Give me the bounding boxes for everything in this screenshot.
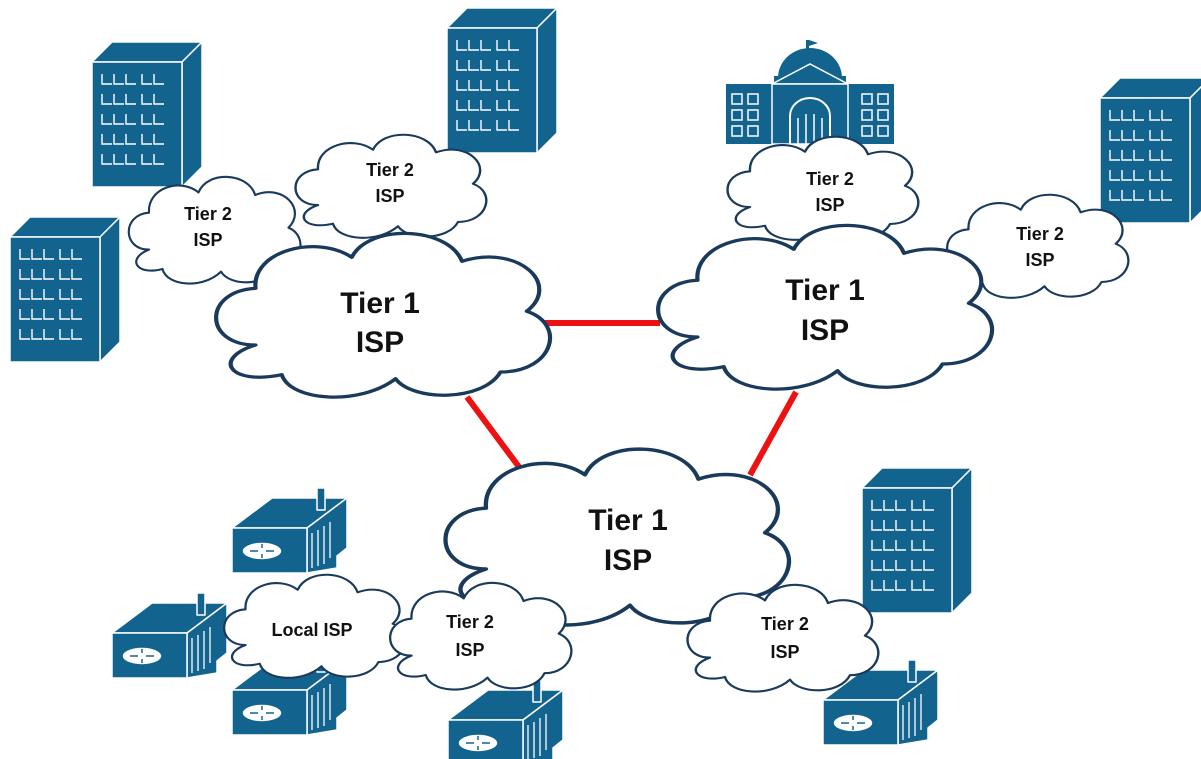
tier1-bottom-label-1: Tier 1 [588,504,668,537]
tier2-top-mid-label-2: ISP [375,186,404,206]
tier2-top-right-b-label-1: Tier 2 [1016,224,1064,244]
tier2-top-right-a-label-2: ISP [815,195,844,215]
office-building-icon [91,41,203,188]
tier1-isp-bottom: Tier 1 ISP [446,449,789,625]
tier2-top-right-b-label-2: ISP [1025,250,1054,270]
tier2-isp-top-mid: Tier 2 ISP [294,133,488,239]
office-building-icon [446,7,558,154]
office-building-icon [9,216,121,363]
local-isp: Local ISP [222,573,407,679]
tier2-isp-bottom-right: Tier 2 ISP [686,583,880,693]
tier2-bottom-left-label-2: ISP [455,640,484,660]
peering-link-right-bottom [747,390,799,477]
tier1-left-label-1: Tier 1 [340,287,420,320]
tier2-top-right-a-label-1: Tier 2 [806,169,854,189]
local-isp-label: Local ISP [271,620,352,640]
tier2-isp-top-left: Tier 2 ISP [127,175,302,285]
tier2-isp-bottom-left: Tier 2 ISP [388,581,573,691]
home-router-icon [447,679,564,759]
office-building-icon [1099,77,1201,224]
tier2-isp-top-right-a: Tier 2 ISP [726,135,920,241]
tier1-isp-right: Tier 1 ISP [658,225,992,389]
peering-links [464,320,799,477]
tier1-bottom-label-2: ISP [604,544,652,577]
government-building-icon [726,40,894,145]
home-router-icon [111,592,228,679]
tier2-top-mid-label-1: Tier 2 [366,160,414,180]
office-building-icon [861,467,973,614]
home-router-icon [231,487,348,574]
peering-link-left-bottom [464,395,528,477]
tier1-left-label-2: ISP [356,326,404,359]
tier1-right-label-1: Tier 1 [785,274,865,307]
tier1-right-label-2: ISP [801,314,849,347]
tier2-bottom-right-label-1: Tier 2 [761,614,809,634]
tier1-isp-left: Tier 1 ISP [216,233,550,397]
tier2-isp-top-right-b: Tier 2 ISP [945,193,1130,299]
tier2-bottom-left-label-1: Tier 2 [446,612,494,632]
tier2-top-left-label-2: ISP [193,230,222,250]
tier2-top-left-label-1: Tier 2 [184,204,232,224]
tier2-bottom-right-label-2: ISP [770,642,799,662]
